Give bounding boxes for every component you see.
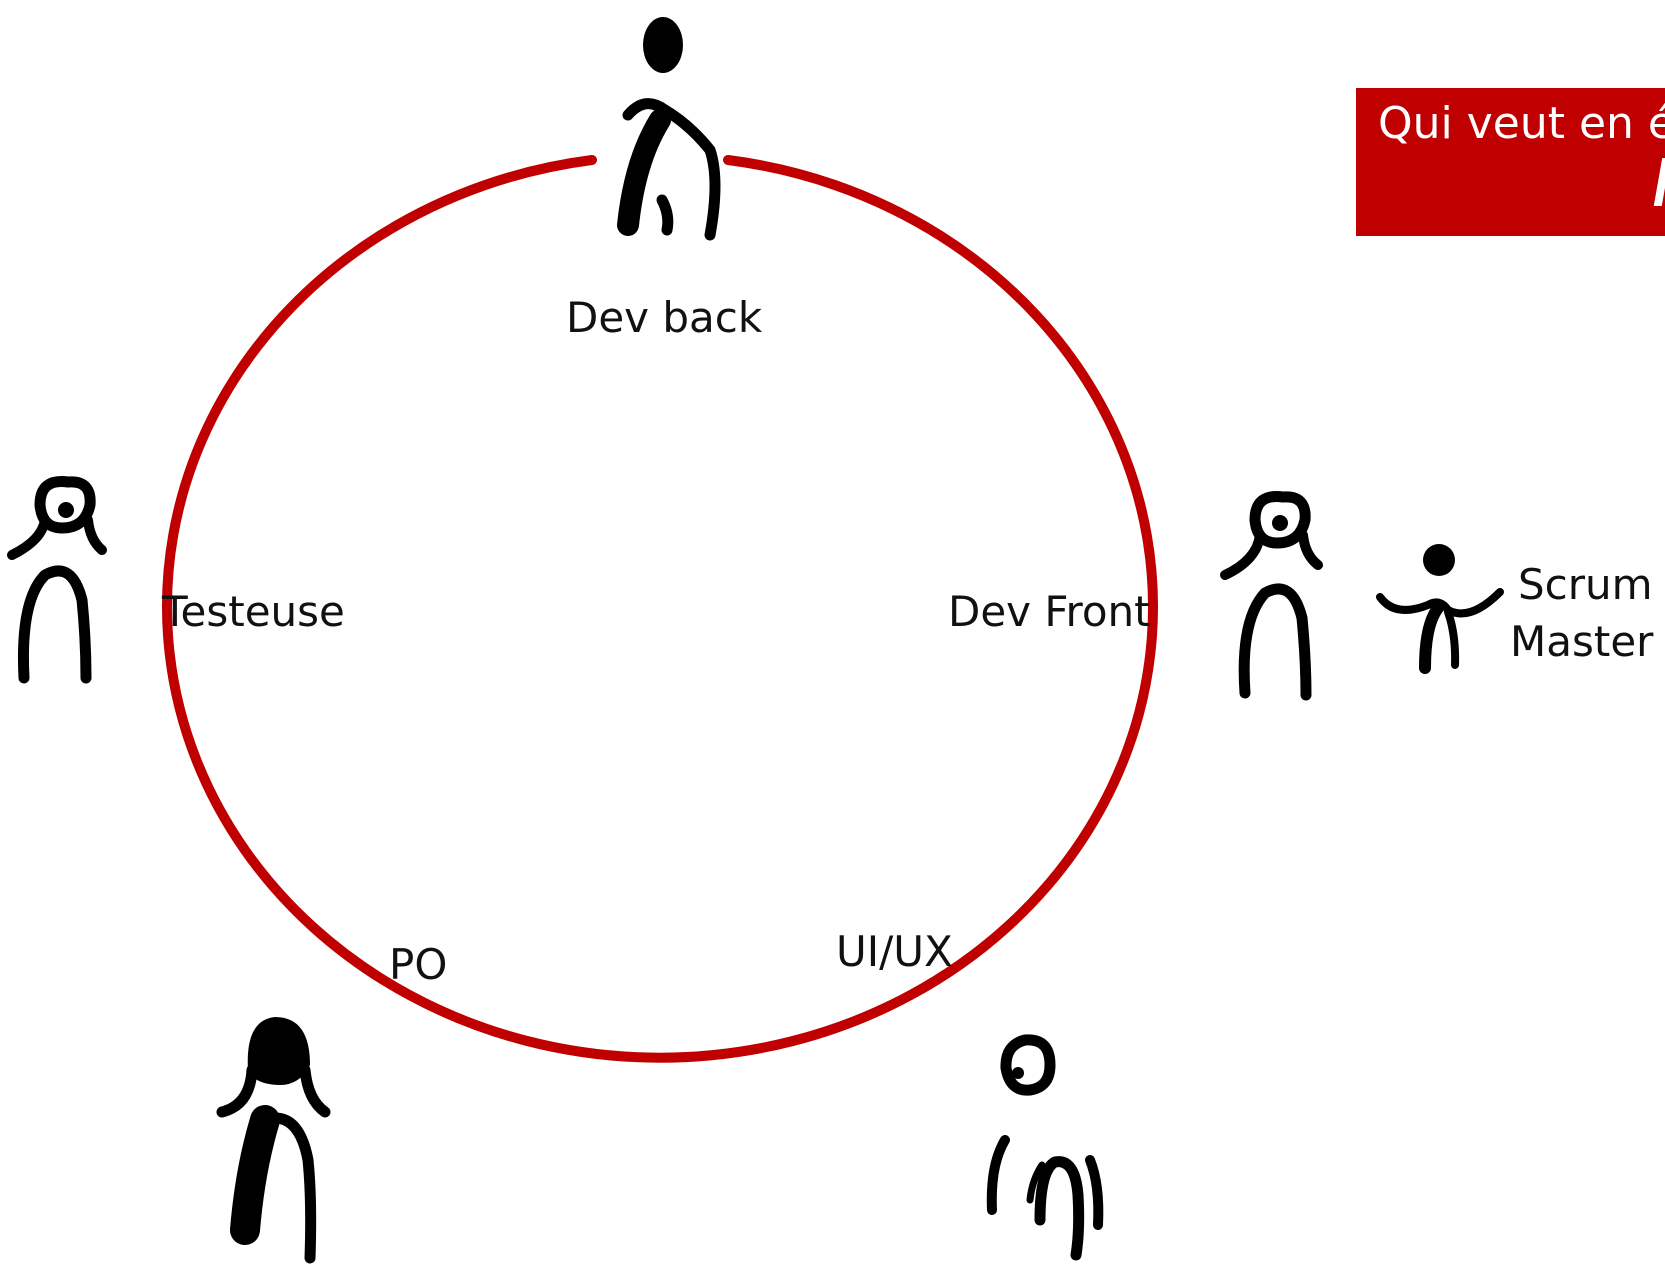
person-ui-ux-icon (986, 1034, 1104, 1261)
question-banner-text: Qui veut en é (1378, 98, 1665, 149)
role-label-ui-ux: UI/UX (836, 927, 953, 976)
person-po-icon (216, 1017, 331, 1264)
role-label-dev-back: Dev back (566, 293, 763, 342)
role-label-testeuse: Testeuse (162, 587, 345, 636)
question-banner-second-line-glyph (1653, 158, 1665, 206)
role-label-dev-front: Dev Front (948, 587, 1151, 636)
scrum-master-label-line1: Scrum (1518, 560, 1653, 609)
person-dev-back-icon (617, 17, 721, 241)
question-banner: Qui veut en é (1356, 88, 1665, 236)
person-testeuse-icon (7, 476, 107, 684)
scrum-master-icon (1376, 544, 1504, 674)
role-label-po: PO (389, 940, 448, 989)
team-circle (162, 155, 1158, 1063)
scrum-master-label-line2: Master (1510, 617, 1654, 666)
person-dev-front-icon (1220, 491, 1323, 701)
